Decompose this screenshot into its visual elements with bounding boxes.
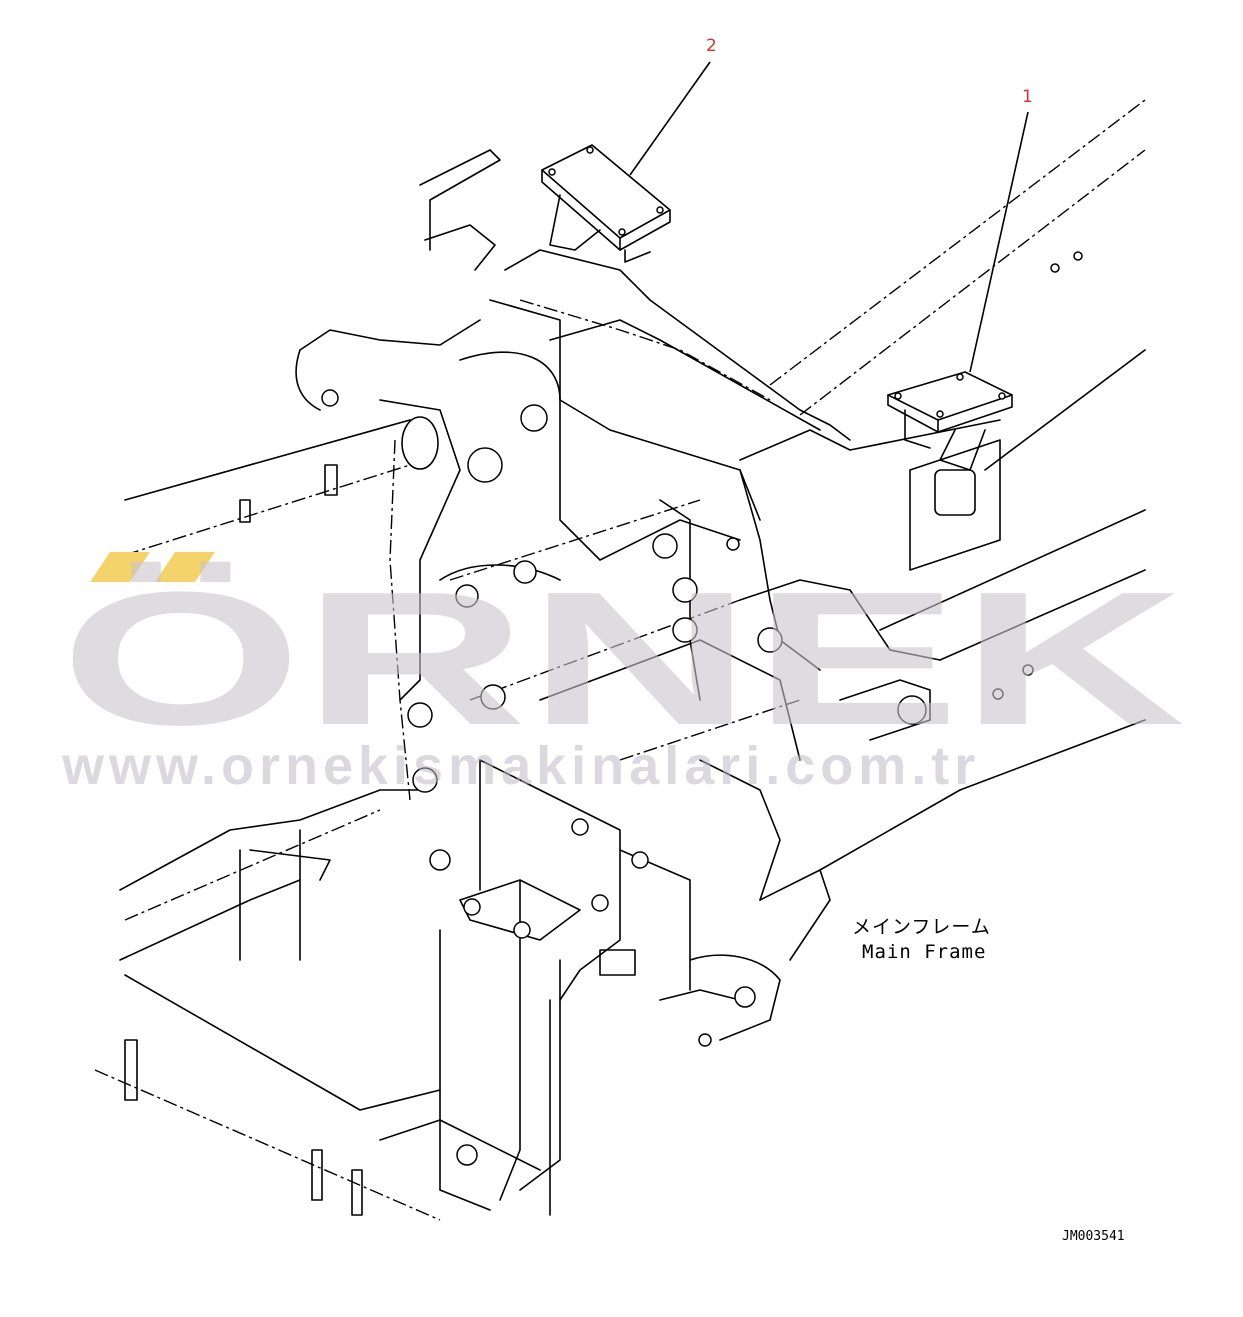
callout-leader-1 — [969, 111, 1029, 373]
callout-leader-2 — [629, 61, 711, 176]
front-column — [439, 759, 691, 1211]
drawing-code: JM003541 — [1062, 1229, 1125, 1244]
watermark-brand: ÖRNEK — [60, 553, 1185, 732]
watermark-accent-right — [155, 552, 215, 582]
frame-label-japanese: メインフレーム — [852, 916, 991, 938]
watermark-accent-left — [90, 552, 150, 582]
frame-label-english: Main Frame — [862, 941, 987, 963]
frame-rails — [769, 99, 1146, 871]
watermark-url: www.ornekismakinalari.com.tr — [62, 736, 981, 796]
mount-plate-2 — [419, 144, 671, 271]
callout-number-2: 2 — [706, 36, 717, 56]
lower-frame — [94, 789, 551, 1221]
bolt-holes — [321, 251, 1083, 1166]
watermark-logo: ÖRNEK — [60, 552, 1185, 732]
mount-plate-1 — [887, 371, 1013, 571]
callout-number-1: 1 — [1022, 87, 1033, 107]
boom-shaft — [124, 416, 439, 556]
frame-body — [295, 249, 1001, 1041]
